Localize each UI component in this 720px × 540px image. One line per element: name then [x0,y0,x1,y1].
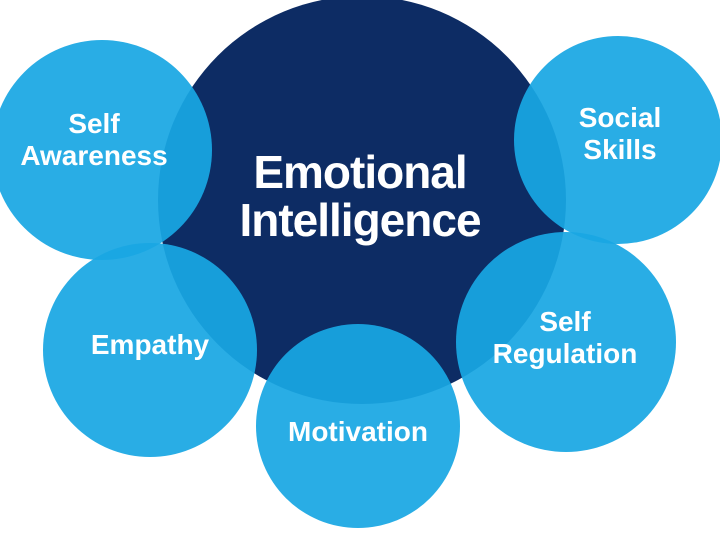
circle-social-skills: Social Skills [514,36,720,244]
empathy-line-1: Empathy [90,329,210,361]
self-awareness-line-1: Self [68,108,120,140]
center-title-line-2: Intelligence [239,194,481,246]
center-title: Emotional Intelligence [239,146,481,246]
self-regulation-label: Self Regulation [493,306,638,369]
empathy-label: Empathy [91,329,209,361]
motivation-label: Motivation [288,416,428,448]
social-skills-line-1: Social [578,102,662,134]
circle-empathy: Empathy [43,243,257,457]
social-skills-label: Social Skills [579,102,661,165]
self-awareness-line-2: Awareness [20,140,168,171]
self-regulation-line-1: Self [539,306,591,338]
social-skills-line-2: Skills [583,134,657,165]
self-regulation-line-2: Regulation [492,338,638,369]
circle-self-regulation: Self Regulation [456,232,676,452]
circle-motivation: Motivation [256,324,460,528]
self-awareness-label: Self Awareness [20,108,167,171]
center-title-line-1: Emotional [253,146,467,199]
circle-self-awareness: Self Awareness [0,40,212,260]
motivation-line-1: Motivation [288,416,428,448]
